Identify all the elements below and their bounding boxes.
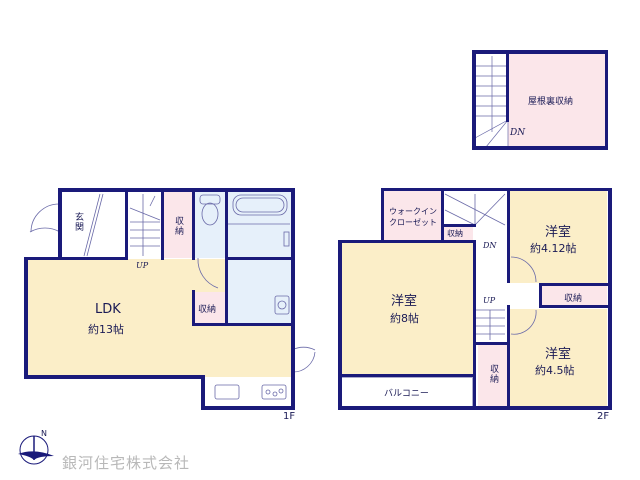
room-a-size: 約4.12帖	[530, 242, 577, 255]
entrance-label: 玄関	[73, 212, 83, 232]
stairs-1f	[128, 191, 162, 258]
room-4-5jo	[510, 309, 607, 406]
attic-storage-label: 屋根裏収納	[528, 97, 574, 107]
compass-icon	[18, 435, 54, 465]
ldk-size: 約13帖	[88, 323, 124, 336]
walk-in-closet-label: ウォークインクローゼット	[389, 207, 437, 227]
room-b-name: 洋室	[391, 294, 418, 309]
room-8jo	[341, 242, 473, 375]
storage-1f-mid-label: 収納	[198, 305, 217, 315]
ldk-name: LDK	[95, 302, 121, 317]
company-name: 銀河住宅株式会社	[62, 454, 191, 472]
compass-north-label: N	[41, 429, 47, 438]
room-c-name: 洋室	[545, 347, 572, 362]
attic-storage-room	[508, 52, 605, 147]
storage-2f-small	[443, 226, 473, 241]
storage-1f-top-label: 収納	[173, 216, 183, 236]
washroom	[228, 260, 292, 323]
company-logo: N	[12, 429, 62, 470]
storage-2f-right-label: 収納	[564, 294, 583, 304]
room-b-size: 約8帖	[390, 312, 419, 325]
kitchen-counter	[205, 377, 292, 407]
room-a-name: 洋室	[545, 225, 572, 240]
storage-2f-vertical-label: 収納	[488, 364, 498, 384]
storage-2f-small-label: 収納	[447, 229, 463, 238]
bath-room	[228, 191, 292, 258]
room-c-size: 約4.5帖	[535, 364, 575, 377]
attic-dn-label: DN	[510, 128, 526, 138]
storage-2f-right	[542, 286, 607, 306]
balcony-label: バルコニー	[384, 389, 429, 399]
stairs-dn-label: DN	[483, 241, 497, 250]
stairs-up-2f-label: UP	[483, 296, 496, 305]
storage-2f-vertical	[478, 345, 508, 406]
floor1-tag: 1F	[283, 411, 296, 422]
room-4-12jo	[510, 191, 607, 283]
entrance-room	[61, 191, 127, 258]
storage-1f-mid	[194, 292, 226, 323]
attic-stairs	[475, 52, 508, 147]
walk-in-closet	[384, 191, 441, 241]
stairs-up-label: UP	[136, 261, 149, 270]
storage-1f-top	[163, 191, 193, 258]
floor2-tag: 2F	[597, 411, 610, 422]
